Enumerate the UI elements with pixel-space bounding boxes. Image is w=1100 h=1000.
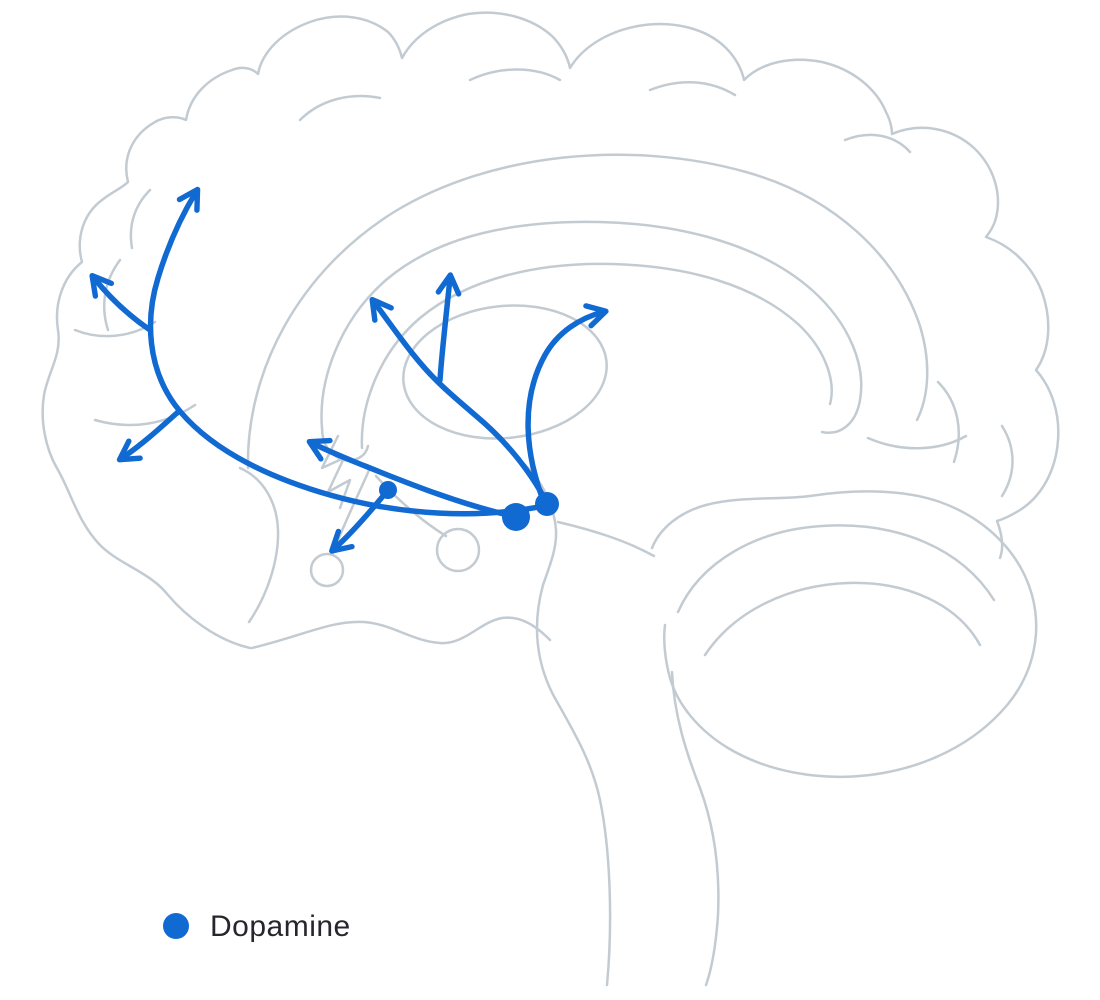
hypothalamic-dot xyxy=(379,481,397,499)
temporal-bottom-path xyxy=(250,616,552,650)
legend: Dopamine xyxy=(163,910,351,943)
sulcus-detail-path xyxy=(648,81,737,97)
pituitary-circle xyxy=(309,552,345,588)
pathway-to-striatum-path xyxy=(306,437,520,520)
cerebellum-inner-arc2-path xyxy=(703,581,982,657)
cingulate-branch-right-path xyxy=(525,303,609,508)
brainstem-left-path xyxy=(520,460,612,987)
dopamine-origin-dots-group xyxy=(379,481,559,531)
pathway-to-limbic-trunk-path xyxy=(435,379,551,508)
midbrain-connector-path xyxy=(556,520,656,558)
vta-dot xyxy=(535,492,559,516)
pathway-to-frontal-cortex-path xyxy=(147,186,551,517)
cerebellum-inner-arc-path xyxy=(676,524,996,614)
limbic-branch-left-path xyxy=(369,296,441,385)
sulcus-detail-path xyxy=(468,68,562,82)
limbic-branch-up-path xyxy=(435,272,462,383)
sulcus-detail-path xyxy=(93,403,197,427)
sulcus-detail-path xyxy=(1000,424,1014,498)
septum-zigzag-path xyxy=(320,434,352,510)
sulcus-detail-path xyxy=(298,94,382,122)
sulcus-detail-path xyxy=(936,380,960,464)
cerebellum-outline-path xyxy=(650,490,1038,779)
corpus-callosum-outer-path xyxy=(320,220,863,435)
sulcus-detail-path xyxy=(129,188,152,250)
cortex-outline-path xyxy=(41,11,1060,650)
corpus-callosum-inner-path xyxy=(360,262,833,450)
thalamus-ellipse xyxy=(402,304,608,440)
hypothalamus-line1-path xyxy=(331,466,372,555)
frontal-branch-upper-path xyxy=(89,272,153,333)
mammillary-circle xyxy=(435,527,481,573)
dopamine-legend-dot-icon xyxy=(163,913,189,939)
sulcus-detail-path xyxy=(843,133,912,154)
sulcus-detail-path xyxy=(866,434,968,450)
cingulate-sulcus-path xyxy=(246,153,929,470)
brainstem-right-path xyxy=(670,670,720,987)
frontal-branch-lower-path xyxy=(116,409,181,463)
substantia-nigra-dot xyxy=(502,503,530,531)
legend-label: Dopamine xyxy=(210,910,351,943)
temporal-inner-edge-path xyxy=(238,466,280,624)
